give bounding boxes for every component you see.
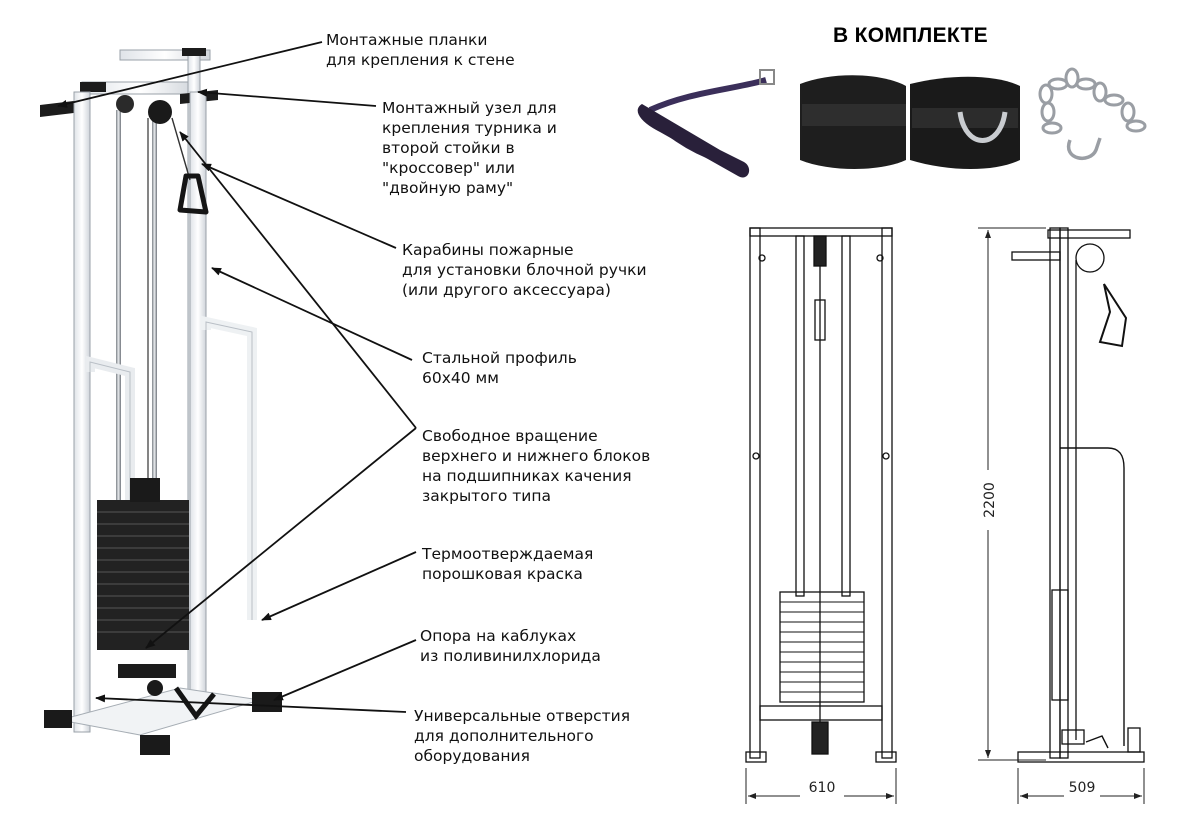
side-depth-label: 509	[1069, 780, 1096, 796]
ankle-strap-icon	[800, 75, 1020, 169]
callout-powder-paint: Термоотверждаемая порошковая краска	[422, 545, 594, 583]
machine-3d	[40, 48, 282, 755]
height-dimension	[978, 227, 1046, 761]
callout-holes: Универсальные отверстия для дополнительн…	[414, 707, 631, 765]
callout-arrows	[57, 41, 417, 713]
height-label: 2200	[982, 482, 998, 518]
cable-handle	[177, 173, 209, 215]
front-width-label: 610	[809, 780, 836, 796]
in-kit-heading: В КОМПЛЕКТЕ	[833, 24, 988, 47]
wall-mount-plate	[40, 100, 82, 117]
front-view-drawing	[745, 227, 897, 763]
callout-mount-node: Монтажный узел для крепления турника и в…	[382, 99, 557, 197]
callout-carabiners: Карабины пожарные для установки блочной …	[402, 241, 647, 299]
callout-steel-profile: Стальной профиль 60х40 мм	[422, 349, 577, 387]
callout-wall-mount: Монтажные планки для крепления к стене	[326, 31, 515, 69]
side-view-drawing	[1011, 227, 1145, 763]
callout-pvc-feet: Опора на каблуках из поливинилхлорида	[420, 627, 601, 665]
side-depth-dimension	[1017, 768, 1145, 804]
chain-carabiner-icon	[1038, 67, 1147, 160]
front-width-dimension	[745, 768, 897, 804]
cable-handle-icon	[637, 69, 775, 178]
callout-bearings: Свободное вращение верхнего и нижнего бл…	[422, 427, 651, 505]
